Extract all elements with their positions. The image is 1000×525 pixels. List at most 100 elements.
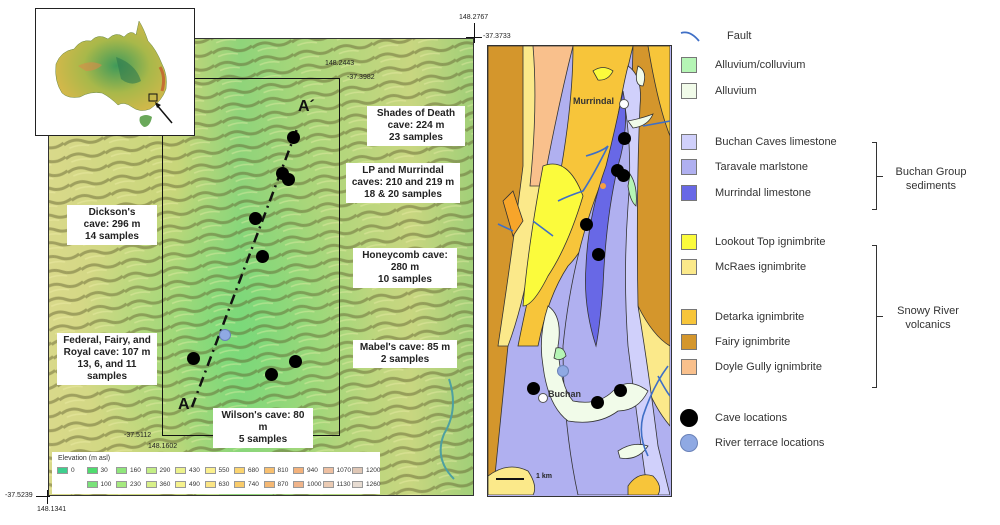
color-swatch [681, 309, 697, 325]
elevation-legend-item: 290 [145, 467, 170, 474]
river-terrace-marker [219, 329, 231, 341]
legend-label: Lookout Top ignimbrite [715, 236, 826, 248]
cave-marker [592, 248, 605, 261]
color-swatch [86, 481, 98, 488]
legend-label: River terrace locations [715, 437, 825, 449]
legend-item-taravale-marlstone: Taravale marlstone [680, 159, 808, 175]
town-label-buchan: Buchan [548, 389, 582, 399]
legend-item-mcraes-ignimbrite: McRaes ignimbrite [680, 259, 806, 275]
coord-inner-bottom-lon: 148.1602 [148, 443, 178, 450]
fault-lines [497, 120, 671, 457]
cave-marker [289, 355, 302, 368]
cave-marker [618, 132, 631, 145]
legend-item-river-terrace-locations: River terrace locations [680, 434, 824, 452]
elevation-legend-item: 1200 [352, 467, 380, 474]
color-swatch [352, 467, 363, 474]
section-label-a: A [178, 396, 190, 413]
color-swatch [293, 481, 304, 488]
color-swatch [263, 481, 275, 488]
color-swatch [86, 467, 98, 474]
elevation-legend-item: 430 [175, 467, 200, 474]
spring-marker [600, 183, 606, 189]
color-swatch [681, 234, 697, 250]
color-swatch [116, 467, 127, 474]
legend-label: Fault [727, 30, 752, 42]
legend-label: Fairy ignimbrite [715, 336, 791, 348]
elevation-value: 360 [159, 481, 171, 488]
legend-item-fairy-ignimbrite: Fairy ignimbrite [680, 334, 790, 350]
color-swatch [145, 481, 157, 488]
color-swatch [352, 481, 363, 488]
elevation-legend-item: 740 [234, 481, 259, 488]
legend-item-buchan-caves-limestone: Buchan Caves limestone [680, 134, 837, 150]
elevation-value: 630 [218, 481, 230, 488]
color-swatch [681, 134, 697, 150]
elevation-legend-item: 100 [86, 481, 111, 488]
color-swatch [234, 467, 245, 474]
elevation-value: 490 [189, 481, 200, 488]
cave-marker [282, 173, 295, 186]
elevation-value: 160 [130, 467, 141, 474]
elevation-legend-item: 810 [263, 467, 289, 474]
legend-item-detarka-ignimbrite: Detarka ignimbrite [680, 309, 804, 325]
elevation-value: 810 [277, 467, 289, 474]
elevation-value: 870 [277, 481, 289, 488]
color-swatch [175, 481, 186, 488]
elevation-legend-item: 160 [116, 467, 141, 474]
color-swatch [293, 467, 304, 474]
color-swatch [681, 57, 697, 73]
coord-top-right-lat: -37.3733 [483, 33, 511, 40]
elevation-legend-item: 30 [86, 467, 108, 474]
scale-bar-label: 1 km [536, 473, 552, 480]
elevation-legend-item: 1130 [322, 481, 351, 488]
town-marker-icon [538, 393, 548, 403]
frame-tick [47, 490, 48, 504]
elevation-legend-item: 360 [145, 481, 171, 488]
cave-marker [580, 218, 593, 231]
legend-item-alluvium: Alluvium [680, 83, 757, 99]
coord-inner-lon: 148.2443 [325, 60, 355, 67]
frame-tick [466, 37, 482, 38]
color-swatch [681, 185, 697, 201]
cave-marker [256, 250, 269, 263]
color-swatch [57, 467, 68, 474]
legend-item-lookout-top-ignimbrite: Lookout Top ignimbrite [680, 234, 825, 250]
legend-label: Murrindal limestone [715, 187, 811, 199]
cave-marker [187, 352, 200, 365]
terrace-dot-icon [680, 434, 698, 452]
elevation-value: 680 [248, 467, 259, 474]
geology-map: Murrindal Buchan 1 km [487, 45, 672, 497]
cave-marker [287, 131, 300, 144]
elevation-value: 430 [189, 467, 200, 474]
color-swatch [145, 467, 157, 474]
legend-item-fault: Fault [680, 29, 751, 43]
legend-label: Alluvium [715, 85, 757, 97]
town-label-murrindal: Murrindal [573, 96, 615, 106]
frame-tick [36, 496, 50, 497]
color-swatch [681, 259, 697, 275]
elevation-value: 30 [100, 467, 108, 474]
elevation-value: 230 [130, 481, 141, 488]
legend-label: Doyle Gully ignimbrite [715, 361, 822, 373]
coord-inner-bottom-lat: -37.5112 [124, 432, 152, 439]
town-marker-icon [619, 99, 629, 109]
scale-bar [496, 478, 524, 480]
color-swatch [681, 159, 697, 175]
section-label-a-prime: A´ [298, 98, 315, 115]
elevation-value: 1200 [366, 467, 381, 474]
color-swatch [681, 334, 697, 350]
legend-item-alluvium-colluvium: Alluvium/colluvium [680, 57, 805, 73]
fault-line-icon [680, 31, 700, 42]
legend-item-murrindal-limestone: Murrindal limestone [680, 185, 811, 201]
legend-label: Buchan Caves limestone [715, 136, 837, 148]
river-terrace-marker [557, 365, 569, 377]
brace-tick [876, 176, 883, 178]
color-swatch [204, 481, 216, 488]
study-area-marker [148, 93, 158, 102]
elevation-value: 0 [71, 467, 75, 474]
elevation-value: 1130 [336, 481, 351, 488]
